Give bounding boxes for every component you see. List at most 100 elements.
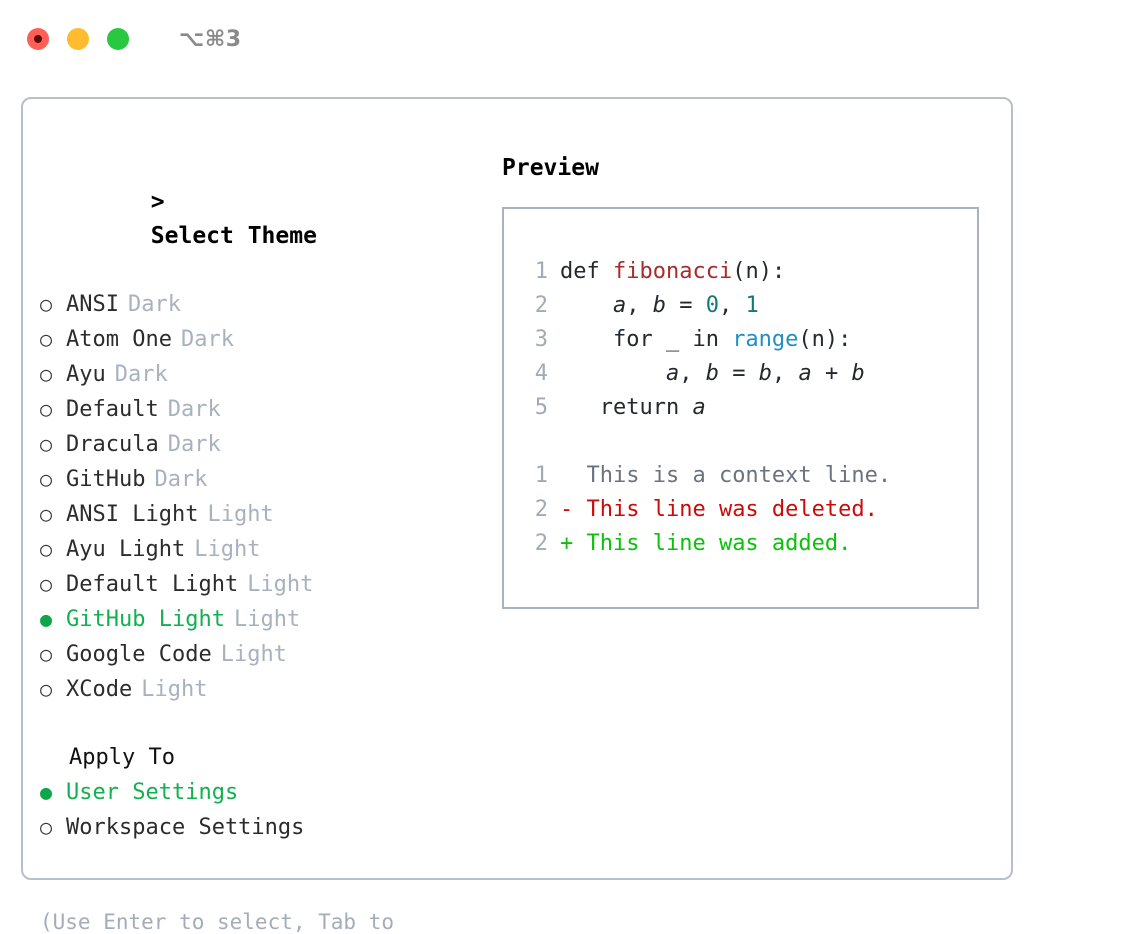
code-token-plain: , [718,293,746,318]
close-window-button[interactable] [27,28,49,50]
diff-marker-del: - [560,497,574,522]
radio-unselected-icon: ○ [40,642,53,666]
code-token-plain: , [679,361,706,386]
code-token-var: b [851,361,865,386]
code-line-text: def fibonacci(n): [560,255,785,289]
code-line-text: for _ in range(n): [560,323,851,357]
apply-to-option-list: ●User Settings○Workspace Settings [40,775,480,845]
line-number: 3 [534,327,548,352]
code-line-text: a, b = 0, 1 [560,289,759,323]
radio-unselected-icon: ○ [40,815,53,839]
line-number: 1 [534,259,548,284]
line-number: 2 [534,293,548,318]
code-token-plain [560,293,613,318]
diff-line-add: 2+ This line was added. [504,527,977,561]
code-line: 4 a, b = b, a + b [504,357,977,391]
theme-option-google-code[interactable]: ○ Google Code Light [40,637,480,672]
theme-option-atom-one[interactable]: ○ Atom One Dark [40,322,480,357]
apply-to-section: Apply To ●User Settings○Workspace Settin… [40,741,480,845]
diff-sample: 1 This is a context line.2- This line wa… [504,459,977,561]
diff-line-text: This is a context line. [573,463,892,488]
code-token-plain: for _ in [560,327,733,352]
radio-unselected-icon: ○ [40,362,53,386]
radio-unselected-icon: ○ [40,397,53,421]
radio-unselected-icon: ○ [40,537,53,561]
theme-option-default-light[interactable]: ○ Default Light Light [40,567,480,602]
code-line-text: a, b = b, a + b [560,357,865,391]
code-token-num: 1 [745,293,759,318]
radio-selected-icon: ● [40,780,53,804]
theme-option-tag: Dark [114,362,168,387]
theme-option-tag: Light [247,572,314,597]
diff-line-text: This line was added. [573,531,852,556]
minimize-window-button[interactable] [67,28,89,50]
code-token-var: a [798,361,812,386]
code-line: 2 a, b = 0, 1 [504,289,977,323]
apply-to-option-user-settings[interactable]: ●User Settings [40,775,480,810]
theme-option-tag: Dark [167,432,221,457]
code-token-var: a [665,361,680,386]
radio-unselected-icon: ○ [40,572,53,596]
theme-option-tag: Dark [180,327,234,352]
code-token-plain: def [560,259,613,284]
theme-option-label: XCode [66,677,133,702]
theme-option-tag: Dark [154,467,208,492]
theme-option-label: ANSI Light [66,502,199,527]
traffic-lights [27,28,129,50]
code-token-plain: (n): [798,327,852,352]
diff-marker-ctx [560,459,573,493]
keyboard-shortcut-label: ⌥⌘3 [179,26,242,52]
theme-option-label: Default [66,397,159,422]
theme-option-default[interactable]: ○ Default Dark [40,392,480,427]
code-token-var: b [705,361,719,386]
theme-option-tag: Light [141,677,208,702]
code-token-var: b [758,361,772,386]
code-token-plain: = [665,293,706,318]
theme-option-label: Atom One [66,327,172,352]
code-line: 5 return a [504,391,977,425]
code-token-var: b [652,293,666,318]
theme-option-xcode[interactable]: ○ XCode Light [40,672,480,707]
maximize-window-button[interactable] [107,28,129,50]
theme-option-label: Dracula [66,432,159,457]
radio-unselected-icon: ○ [40,502,53,526]
radio-unselected-icon: ○ [40,467,53,491]
theme-option-label: Google Code [66,642,212,667]
theme-option-tag: Light [194,537,261,562]
radio-selected-icon: ● [40,607,53,631]
theme-option-ansi-light[interactable]: ○ ANSI Light Light [40,497,480,532]
code-token-plain: = [718,361,759,386]
radio-unselected-icon: ○ [40,677,53,701]
code-token-var: a [612,293,627,318]
theme-option-label: GitHub [66,467,146,492]
theme-option-tag: Light [220,642,287,667]
radio-unselected-icon: ○ [40,292,53,316]
theme-option-tag: Light [207,502,274,527]
theme-option-label: Ayu Light [66,537,186,562]
code-token-plain: + [811,361,852,386]
code-token-num: 0 [705,293,719,318]
radio-unselected-icon: ○ [40,327,53,351]
code-diff-spacer [504,425,977,459]
theme-option-github[interactable]: ○ GitHub Dark [40,462,480,497]
code-line: 3 for _ in range(n): [504,323,977,357]
diff-line-ctx: 1 This is a context line. [504,459,977,493]
diff-line-del: 2- This line was deleted. [504,493,977,527]
diff-line-text: This line was deleted. [573,497,878,522]
theme-option-ayu-light[interactable]: ○ Ayu Light Light [40,532,480,567]
theme-option-tag: Dark [167,397,221,422]
apply-to-header: Apply To [69,745,175,770]
preview-header: Preview [502,155,599,181]
code-token-plain: , [626,293,653,318]
code-line: 1 def fibonacci(n): [504,255,977,289]
theme-option-label: Default Light [66,572,239,597]
apply-to-option-workspace-settings[interactable]: ○Workspace Settings [40,810,480,845]
